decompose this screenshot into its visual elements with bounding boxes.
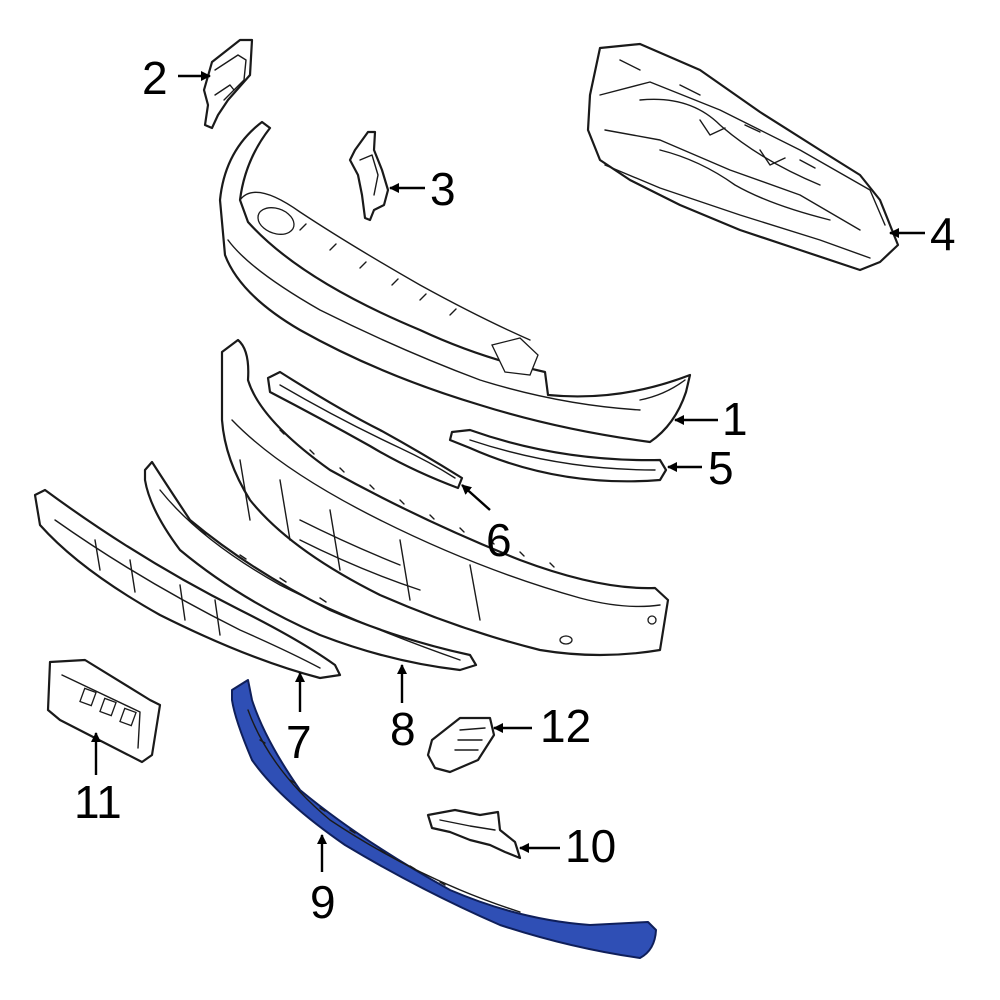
callout-11: 11	[74, 776, 122, 828]
part-4-energy-absorber[interactable]	[586, 42, 900, 272]
part-10-bracket[interactable]	[426, 808, 522, 860]
callout-6: 6	[486, 514, 512, 566]
bumper-impact-bar[interactable]	[220, 338, 670, 657]
part-7-lower-grille[interactable]	[33, 488, 342, 680]
part-9-air-dam[interactable]	[231, 679, 657, 959]
part-1-bumper-cover[interactable]	[218, 120, 692, 444]
part-2-bracket[interactable]	[202, 38, 254, 130]
callout-1: 1	[722, 393, 748, 445]
callout-9: 9	[310, 876, 336, 928]
callout-5: 5	[708, 442, 734, 494]
leader-6	[461, 484, 491, 511]
callout-7: 7	[286, 716, 312, 768]
callout-8: 8	[390, 703, 416, 755]
callout-2: 2	[142, 52, 168, 104]
part-5-reinforcement[interactable]	[448, 428, 668, 483]
callout-12: 12	[540, 700, 591, 752]
callout-10: 10	[565, 820, 616, 872]
part-6-guide[interactable]	[266, 370, 464, 490]
part-12-clip[interactable]	[426, 716, 496, 774]
callout-4: 4	[930, 208, 956, 260]
part-11-license-bracket[interactable]	[46, 658, 162, 764]
callout-3: 3	[430, 163, 456, 215]
part-3-bracket[interactable]	[348, 130, 390, 222]
part-8-lower-deflector[interactable]	[143, 460, 478, 672]
